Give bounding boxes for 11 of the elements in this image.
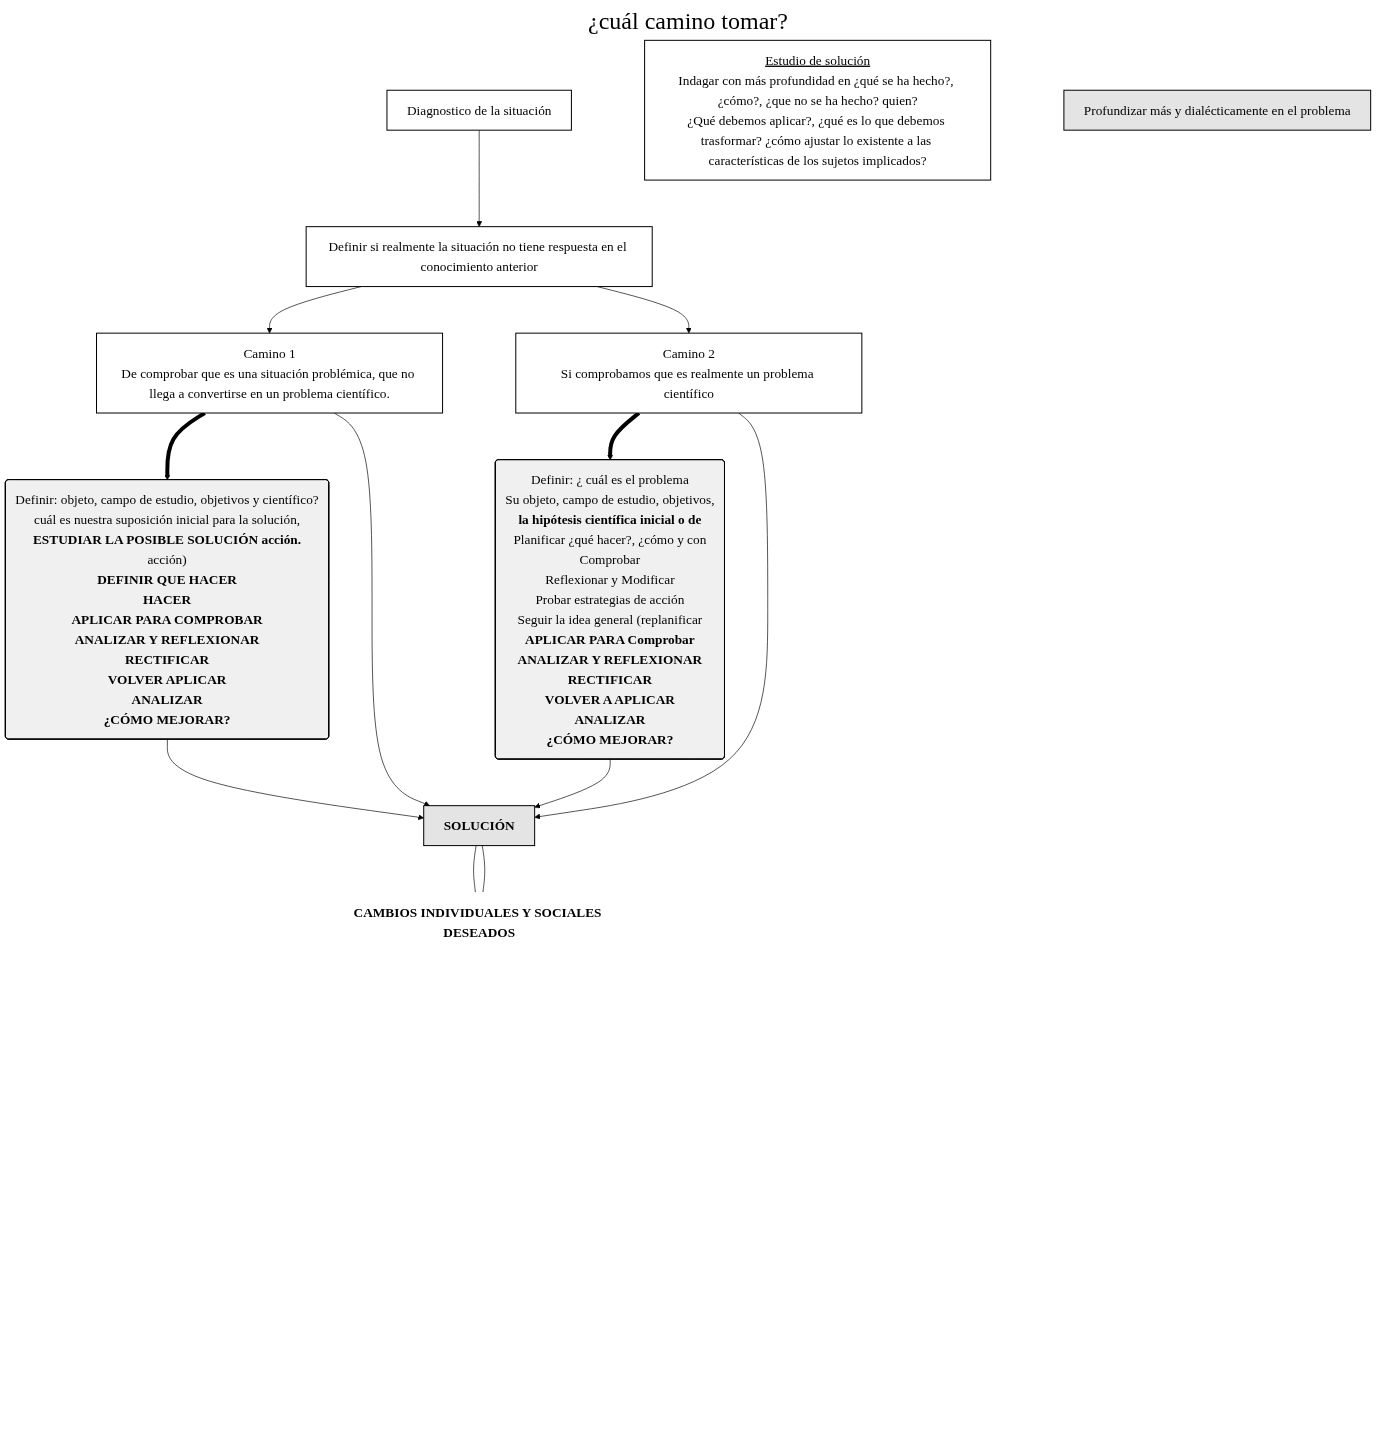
node-box: Diagnostico de la situación xyxy=(386,89,572,131)
node-box: Camino 2 Si comprobamos que es realmente un problema científico xyxy=(515,332,863,414)
connector xyxy=(473,845,477,893)
node-box: Estudio de solución Indagar con más profundidad en ¿qué se ha hecho?, ¿cómo?, ¿que no se ha hecho? quien? ¿Qué debemos aplicar?, ¿qué es lo que debemos trasformar? ¿cómo ajustar lo existente a las características de los sujetos implicados? xyxy=(644,39,992,181)
connector xyxy=(481,845,486,893)
node-text: CAMBIOS INDIVIDUALES Y SOCIALES DESEADOS xyxy=(353,904,602,940)
node-box: SOLUCIÓN xyxy=(423,805,536,847)
node-box: Profundizar más y dialécticamente en el problema xyxy=(1063,89,1372,131)
note-text: ¿cuál camino tomar? xyxy=(588,8,788,34)
node-box: Camino 1 De comprobar que es una situación problémica, que no llega a convertirse en un problema científico. xyxy=(96,332,444,414)
node-box: Definir si realmente la situación no tiene respuesta en el conocimiento anterior xyxy=(305,226,653,288)
